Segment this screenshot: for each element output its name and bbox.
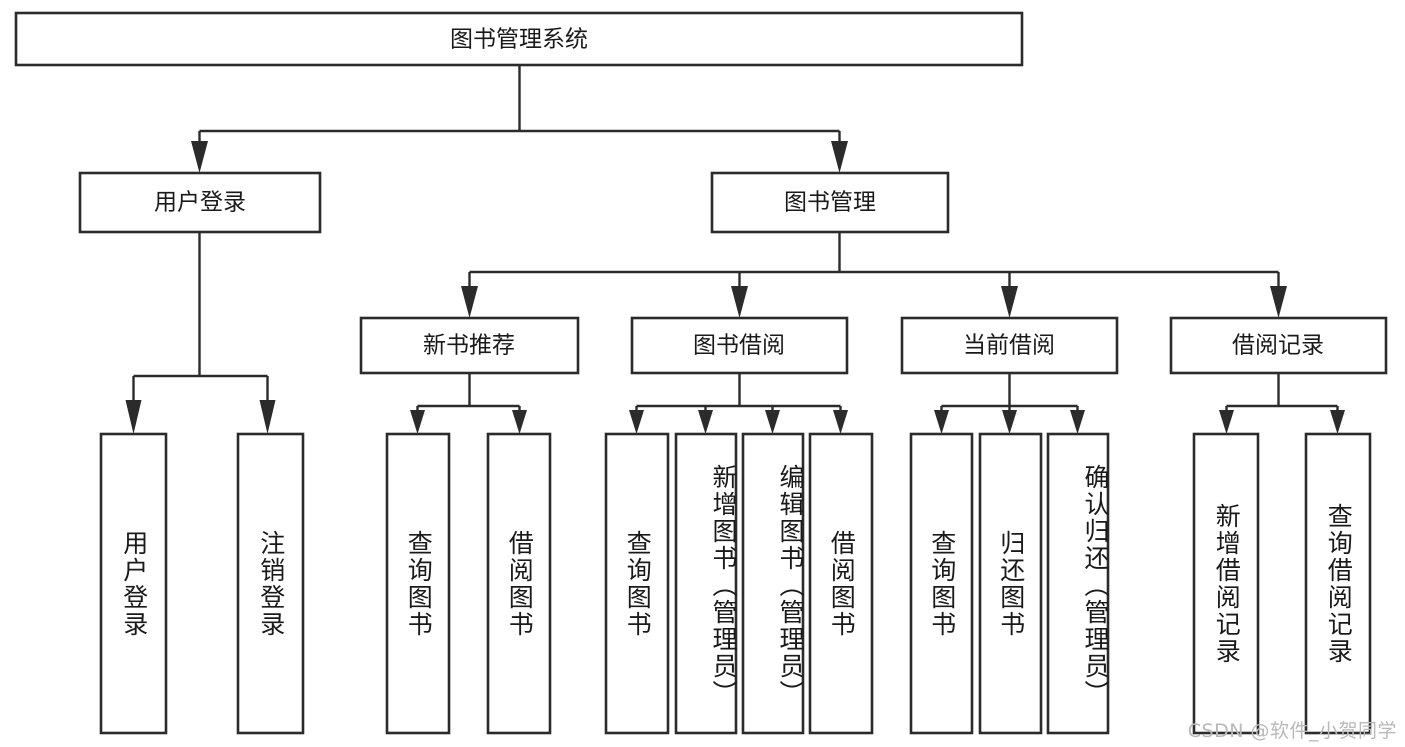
leaf-box-logout-login[interactable]	[236, 432, 305, 735]
arrow-root-to-user-login	[191, 141, 208, 173]
node-book-borrow-label: 图书借阅	[693, 333, 785, 359]
node-current-borrow-box[interactable]	[900, 316, 1119, 375]
leaf-box-query-book-3[interactable]	[909, 432, 974, 735]
arrow-br-leaf-1	[1219, 410, 1234, 434]
connector-group-borrow-record	[1219, 373, 1345, 434]
arrow-to-new-book-recommend	[461, 286, 478, 318]
node-current-borrow-label: 当前借阅	[963, 333, 1055, 359]
node-new-book-recommend-box[interactable]	[359, 316, 580, 375]
leaf-box-query-book-1[interactable]	[385, 432, 451, 735]
leaf-box-add-book[interactable]	[674, 432, 738, 735]
arrow-to-current-borrow	[1001, 286, 1018, 318]
arrow-root-to-book-manage	[831, 141, 848, 173]
arrow-cb-leaf-1	[934, 410, 949, 434]
arrow-to-book-borrow	[731, 286, 748, 318]
node-user-login-label: 用户登录	[154, 190, 246, 216]
connector-group-book-borrow	[629, 373, 848, 434]
arrow-cb-leaf-3	[1070, 410, 1085, 434]
node-user-login-box[interactable]	[78, 171, 322, 234]
arrow-cb-leaf-2	[1002, 410, 1017, 434]
csdn-watermark: CSDN @软件_小贺同学	[1187, 720, 1397, 742]
node-root-label: 图书管理系统	[450, 27, 588, 53]
node-root-box[interactable]	[14, 11, 1024, 67]
arrow-bb-leaf-3	[765, 410, 780, 434]
leaf-box-user-login[interactable]	[99, 432, 168, 735]
arrow-user-login-leaf-2	[259, 400, 276, 434]
connector-group-current-borrow	[934, 373, 1085, 434]
connector-group-new-book-recommend	[410, 373, 527, 434]
arrow-nbr-leaf-1	[410, 410, 425, 434]
connector-group-book-manage	[461, 232, 1287, 318]
arrow-to-borrow-record	[1270, 286, 1287, 318]
leaf-box-add-record[interactable]	[1192, 432, 1260, 735]
arrow-bb-leaf-2	[698, 410, 713, 434]
leaf-box-borrow-book-2[interactable]	[808, 432, 874, 735]
leaf-box-borrow-book-1[interactable]	[486, 432, 552, 735]
node-borrow-record-box[interactable]	[1169, 316, 1388, 375]
node-new-book-recommend-label: 新书推荐	[423, 333, 515, 359]
connector-group-user-login	[125, 232, 276, 434]
arrow-nbr-leaf-2	[512, 410, 527, 434]
leaf-box-query-book-2[interactable]	[604, 432, 670, 735]
connector-group-root	[191, 65, 848, 173]
leaf-box-return-book[interactable]	[978, 432, 1043, 735]
node-book-borrow-box[interactable]	[630, 316, 849, 375]
leaf-box-edit-book[interactable]	[741, 432, 805, 735]
leaf-box-confirm-return[interactable]	[1046, 432, 1110, 735]
arrow-br-leaf-2	[1330, 410, 1345, 434]
node-borrow-record-label: 借阅记录	[1232, 333, 1324, 359]
arrow-bb-leaf-1	[629, 410, 644, 434]
leaf-box-query-record[interactable]	[1304, 432, 1372, 735]
arrow-user-login-leaf-1	[125, 400, 142, 434]
node-book-manage-box[interactable]	[710, 171, 950, 234]
node-book-manage-label: 图书管理	[784, 190, 876, 216]
arrow-bb-leaf-4	[833, 410, 848, 434]
